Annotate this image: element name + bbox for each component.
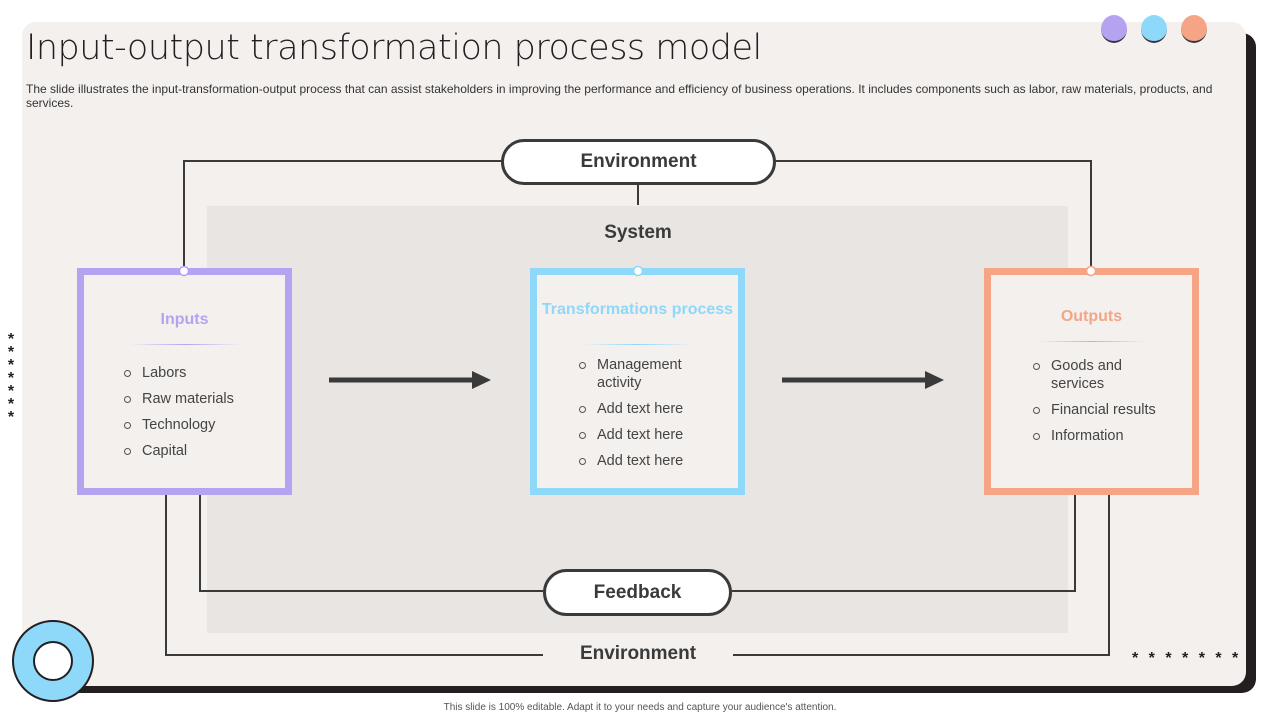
transformation-divider xyxy=(582,344,693,345)
system-label: System xyxy=(604,222,672,243)
list-item: Raw materials xyxy=(124,390,234,408)
node-outputs xyxy=(1085,265,1097,277)
inputs-box: Inputs Labors Raw materials Technology C… xyxy=(77,268,292,495)
list-item: Capital xyxy=(124,442,234,460)
feedback-line-left xyxy=(199,495,543,592)
transformation-box: Transformations process Management activ… xyxy=(530,268,745,495)
decor-dot-blue xyxy=(1141,15,1167,43)
inputs-divider xyxy=(129,344,240,345)
outputs-title: Outputs xyxy=(1060,308,1123,325)
decor-dot-orange xyxy=(1181,15,1207,43)
list-item: Add text here xyxy=(579,400,714,418)
list-item: Labors xyxy=(124,364,234,382)
env-bottom-line-left xyxy=(165,495,543,656)
page-subtitle: The slide illustrates the input-transfor… xyxy=(26,82,1213,110)
outputs-divider xyxy=(1036,341,1147,342)
node-transformation xyxy=(632,265,644,277)
arrow-head-1 xyxy=(472,371,491,389)
decor-stars-left: ******* xyxy=(7,331,15,426)
list-item: Technology xyxy=(124,416,234,434)
transformation-list: Management activity Add text here Add te… xyxy=(579,356,714,478)
environment-label-bottom: Environment xyxy=(579,643,697,664)
decor-stars-right: * * * * * * * xyxy=(1132,650,1242,667)
list-item: Information xyxy=(1033,427,1158,445)
env-connector-left xyxy=(183,160,502,268)
list-item: Add text here xyxy=(579,426,714,444)
outputs-box: Outputs Goods and services Financial res… xyxy=(984,268,1199,495)
decor-ring xyxy=(12,620,94,702)
env-connector-right xyxy=(775,160,1092,268)
inputs-title: Inputs xyxy=(160,311,209,328)
environment-pill-top: Environment xyxy=(501,139,776,185)
inputs-list: Labors Raw materials Technology Capital xyxy=(124,364,234,468)
list-item: Add text here xyxy=(579,452,714,470)
transformation-title: Transformations process xyxy=(541,301,734,318)
decor-dot-purple xyxy=(1101,15,1127,43)
page-title: Input-output transformation process mode… xyxy=(26,28,762,68)
env-bottom-line-right xyxy=(733,495,1110,656)
feedback-pill: Feedback xyxy=(543,569,732,616)
list-item: Financial results xyxy=(1033,401,1158,419)
arrow-head-2 xyxy=(925,371,944,389)
footer-note: This slide is 100% editable. Adapt it to… xyxy=(443,702,837,713)
list-item: Management activity xyxy=(579,356,714,392)
list-item: Goods and services xyxy=(1033,357,1158,393)
node-inputs xyxy=(178,265,190,277)
feedback-line-right xyxy=(732,495,1076,592)
outputs-list: Goods and services Financial results Inf… xyxy=(1033,357,1158,453)
decor-ring-hole xyxy=(33,641,73,681)
